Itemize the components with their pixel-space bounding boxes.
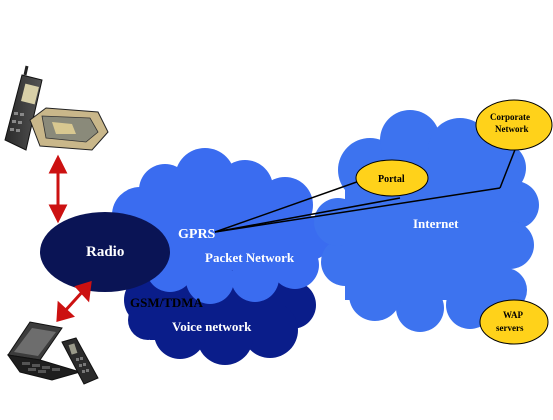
gprs-mid-line bbox=[214, 197, 401, 233]
internet-label: Internet bbox=[413, 216, 459, 231]
wap-servers-label-line2: servers bbox=[496, 323, 524, 333]
corporate-network-label-line1: Corporate bbox=[490, 112, 530, 122]
pda-phone-icon bbox=[6, 321, 99, 385]
wap-servers-node bbox=[479, 299, 549, 345]
corporate-network-label-line2: Network bbox=[495, 124, 529, 134]
corporate-network-node bbox=[475, 99, 553, 151]
gprs-label: GPRS bbox=[178, 227, 216, 242]
portal-label: Portal bbox=[378, 174, 405, 185]
portal-node bbox=[355, 159, 429, 197]
radio-label: Radio bbox=[86, 244, 124, 260]
packet-network-label: Packet Network bbox=[205, 250, 295, 265]
wap-servers-label-line1: WAP bbox=[503, 310, 524, 320]
gsm-tdma-label: GSM/TDMA bbox=[130, 295, 204, 310]
voice-network-label: Voice network bbox=[172, 319, 252, 334]
radio-link-arrows bbox=[48, 154, 92, 323]
pda-radio-arrow bbox=[62, 288, 86, 314]
gprs-to-corporate-line bbox=[214, 187, 501, 233]
mobile-phone-icon bbox=[4, 65, 109, 151]
gprs-connections bbox=[214, 141, 519, 233]
gprs-to-portal-line bbox=[214, 177, 369, 233]
radio-node bbox=[40, 212, 170, 292]
